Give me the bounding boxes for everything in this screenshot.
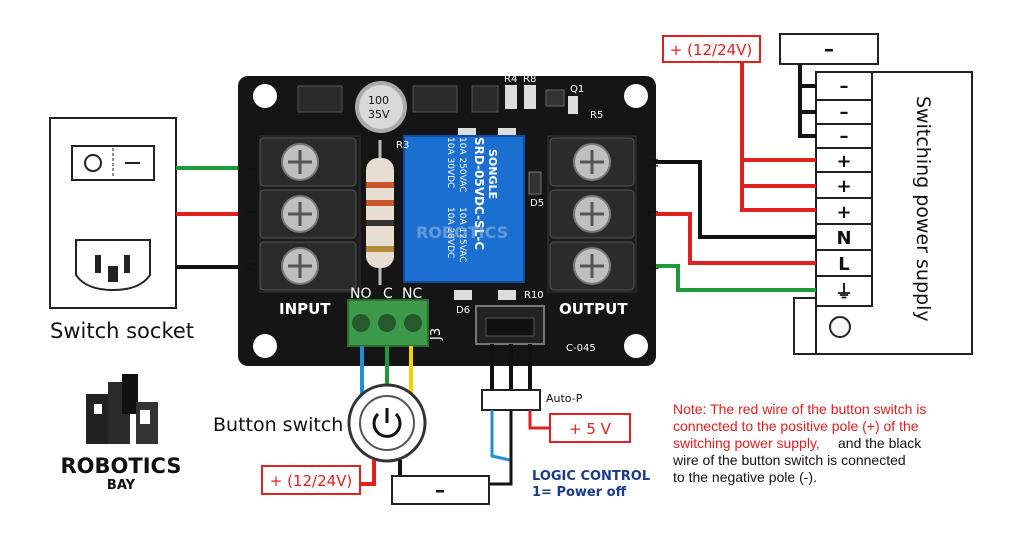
psu-negative-symbol: – — [824, 37, 834, 61]
left-positive-box — [261, 465, 361, 495]
five-volt-box — [549, 413, 631, 443]
note-line-2: connected to the positive pole (+) of th… — [673, 418, 919, 434]
d6-label: D6 — [456, 305, 470, 316]
relay — [403, 135, 525, 283]
input-l-mark: L — [242, 210, 257, 218]
neutral-wire-out — [656, 160, 816, 239]
relay-model: SRD-05VDC-SL-C — [472, 137, 486, 250]
psu-positive-label: + (12/24V) — [670, 41, 753, 59]
switch-socket — [49, 117, 177, 309]
logic-control-desc: 1= Power off — [532, 485, 627, 500]
power-supply — [793, 71, 973, 355]
relay-brand: SONGLE — [486, 149, 499, 199]
autop-connector — [481, 389, 541, 411]
r4-label: R4 — [504, 74, 517, 85]
five-volt-wire — [528, 410, 550, 430]
logo-line-1: ROBOTICS — [61, 454, 182, 478]
relay-rating-1: 10A 250VAC — [457, 137, 467, 193]
live-wire-out — [656, 212, 816, 265]
logo-line-2: BAY — [107, 478, 136, 493]
capacitor-voltage: 35V — [368, 108, 390, 121]
note-line-5: to the negative pole (-). — [673, 469, 817, 485]
psu-terminal-l: L — [838, 254, 849, 275]
r8-label: R8 — [523, 74, 536, 85]
bottom-negative-box — [391, 475, 490, 505]
r5-label: R5 — [590, 110, 603, 121]
button-red-wire — [360, 460, 376, 486]
note-line-4: wire of the button switch is connected — [672, 452, 906, 468]
logic-wire — [490, 410, 511, 462]
psu-title: Switching power supply — [912, 96, 934, 322]
psu-terminal-pos-3: + — [836, 202, 851, 223]
autop-label: Auto-P — [546, 392, 583, 405]
ground-wire-out — [656, 264, 816, 292]
q1-label: Q1 — [570, 84, 584, 95]
five-volt-label: + 5 V — [569, 420, 612, 438]
model-label: C-045 — [566, 343, 596, 354]
watermark: ROBOTICS — [416, 223, 508, 242]
psu-terminal-n: N — [836, 228, 851, 249]
bottom-negative-symbol: – — [435, 478, 445, 502]
relay-rating-3: 10A 125VAC — [457, 207, 467, 263]
psu-positive-box — [662, 35, 761, 63]
psu-terminal-neg-1: – — [840, 76, 849, 97]
output-ground-mark: ⏚ — [644, 262, 659, 275]
input-label: INPUT — [279, 300, 331, 318]
r10-label: R10 — [524, 290, 544, 301]
input-ground-mark: ⏚ — [242, 162, 257, 175]
left-positive-label: + (12/24V) — [270, 472, 353, 490]
note-line-1: Note: The red wire of the button switch … — [673, 401, 926, 417]
note-line-3b: and the black — [838, 435, 922, 451]
r3-label: R3 — [396, 140, 409, 151]
psu-terminal-neg-2: – — [840, 102, 849, 123]
c-label: C — [383, 286, 393, 302]
psu-negative-wires — [798, 64, 816, 138]
ground-lead — [490, 410, 513, 486]
relay-rating-2: 10A 30VDC — [445, 137, 455, 188]
capacitor-value: 100 — [368, 94, 389, 107]
relay-rating-4: 10A 28VDC — [445, 207, 455, 258]
j3-label: J3 — [429, 328, 444, 341]
note-line-3: switching power supply, — [673, 435, 820, 451]
button-label: Button switch — [213, 414, 343, 436]
logic-control-title: LOGIC CONTROL — [532, 469, 650, 484]
psu-terminal-ground: ⏚ — [835, 282, 853, 303]
output-label: OUTPUT — [559, 300, 628, 318]
psu-positive-wires — [740, 62, 816, 212]
output-l-mark: L — [644, 210, 659, 218]
power-icon — [372, 408, 402, 438]
psu-terminal-pos-1: + — [836, 151, 851, 172]
relay-board — [238, 76, 656, 366]
nc-label: NC — [402, 286, 422, 302]
psu-negative-box — [779, 33, 879, 65]
output-n-mark: N — [644, 158, 659, 168]
input-n-mark: N — [242, 262, 257, 272]
d5-label: D5 — [530, 198, 544, 209]
psu-terminal-pos-2: + — [836, 176, 851, 197]
robotics-bay-logo — [86, 374, 158, 444]
psu-terminal-neg-3: – — [840, 126, 849, 147]
no-label: NO — [350, 286, 372, 302]
socket-label: Switch socket — [50, 319, 194, 343]
